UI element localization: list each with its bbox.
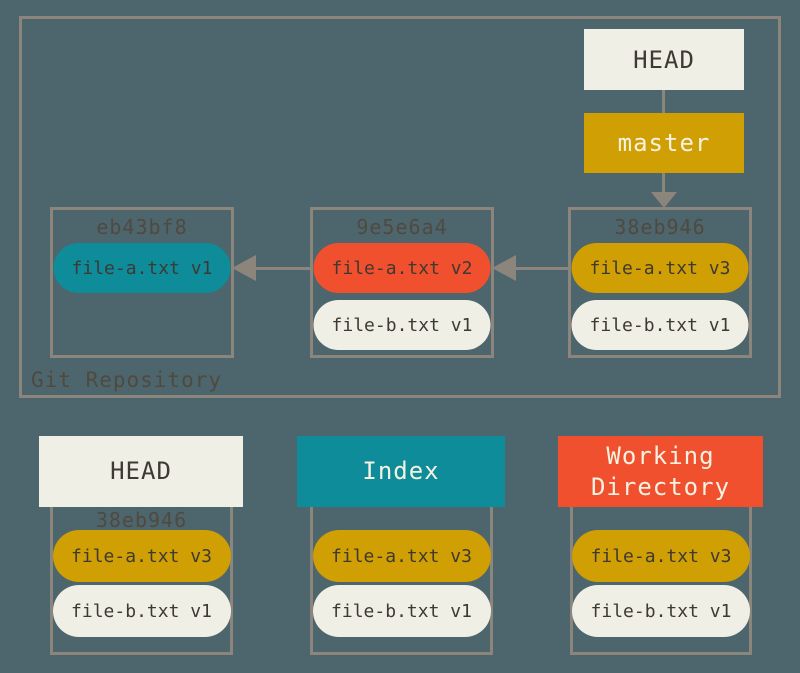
file-blob-label: file-a.txt v3 (331, 545, 472, 567)
file-blob-pill: file-b.txt v1 (313, 300, 491, 350)
file-blob-label: file-a.txt v3 (590, 545, 732, 567)
file-blob-pill: file-b.txt v1 (571, 300, 749, 350)
tree-title: Index (362, 457, 440, 485)
head-ref-label: HEAD (633, 45, 695, 74)
commit-parent-arrowhead-icon (232, 255, 256, 281)
master-to-commit-arrowhead-icon (651, 192, 677, 208)
file-blob-label: file-a.txt v3 (71, 545, 212, 567)
file-blob-label: file-b.txt v1 (71, 600, 212, 622)
commit-hash: eb43bf8 (96, 215, 188, 239)
file-blob-label: file-b.txt v1 (331, 314, 473, 336)
tree-box-head: 38eb946 file-a.txt v3 file-b.txt v1 (50, 507, 233, 655)
commit-parent-arrowhead-icon (492, 255, 516, 281)
head-ref-box: HEAD (584, 29, 744, 90)
file-blob-pill: file-b.txt v1 (52, 585, 231, 637)
master-branch-box: master (584, 113, 744, 173)
tree-title: HEAD (110, 457, 172, 485)
file-blob-pill: file-a.txt v3 (572, 530, 750, 582)
file-blob-pill: file-a.txt v3 (571, 243, 749, 293)
file-blob-pill: file-a.txt v3 (52, 530, 231, 582)
commit-box-9e5e6a4: 9e5e6a4 file-a.txt v2 file-b.txt v1 (310, 207, 494, 358)
file-blob-label: file-b.txt v1 (331, 600, 472, 622)
head-to-master-connector-line (662, 90, 665, 113)
file-blob-label: file-a.txt v1 (71, 257, 213, 279)
tree-header-working-directory: Working Directory (558, 436, 763, 507)
file-blob-pill: file-a.txt v2 (313, 243, 491, 293)
tree-box-index: file-a.txt v3 file-b.txt v1 (310, 507, 493, 655)
tree-header-index: Index (297, 436, 505, 507)
file-blob-label: file-b.txt v1 (590, 600, 732, 622)
tree-box-working-directory: file-a.txt v3 file-b.txt v1 (570, 507, 752, 655)
git-repository-label: Git Repository (31, 368, 223, 392)
file-blob-label: file-a.txt v2 (331, 257, 473, 279)
tree-commit-hash: 38eb946 (95, 508, 188, 532)
commit-box-38eb946: 38eb946 file-a.txt v3 file-b.txt v1 (568, 207, 752, 358)
tree-title: Working Directory (590, 441, 731, 501)
commit-hash: 38eb946 (614, 215, 706, 239)
master-branch-label: master (617, 129, 711, 157)
file-blob-label: file-a.txt v3 (589, 257, 731, 279)
commit-parent-arrow-line (255, 267, 310, 270)
tree-header-head: HEAD (39, 436, 243, 507)
master-to-commit-arrow-line (662, 173, 665, 193)
commit-parent-arrow-line (515, 267, 568, 270)
git-repository-box (19, 16, 781, 398)
file-blob-pill: file-b.txt v1 (312, 585, 491, 637)
file-blob-pill: file-a.txt v1 (53, 243, 231, 293)
file-blob-pill: file-b.txt v1 (572, 585, 750, 637)
file-blob-label: file-b.txt v1 (589, 314, 731, 336)
commit-hash: 9e5e6a4 (356, 215, 448, 239)
commit-box-eb43bf8: eb43bf8 file-a.txt v1 (50, 207, 234, 358)
file-blob-pill: file-a.txt v3 (312, 530, 491, 582)
